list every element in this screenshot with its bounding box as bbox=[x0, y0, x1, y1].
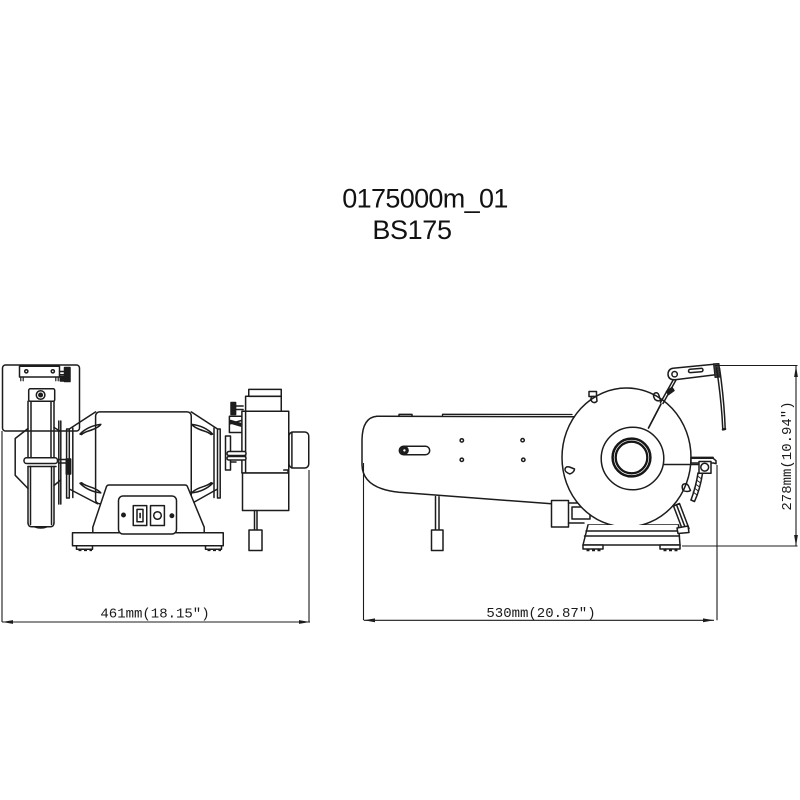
svg-text:461mm(18.15″): 461mm(18.15″) bbox=[100, 607, 209, 623]
svg-text:BS175: BS175 bbox=[372, 215, 451, 245]
svg-text:278mm(10.94″): 278mm(10.94″) bbox=[780, 401, 796, 510]
svg-text:0175000m_01: 0175000m_01 bbox=[342, 184, 508, 214]
svg-text:530mm(20.87″): 530mm(20.87″) bbox=[486, 606, 595, 622]
